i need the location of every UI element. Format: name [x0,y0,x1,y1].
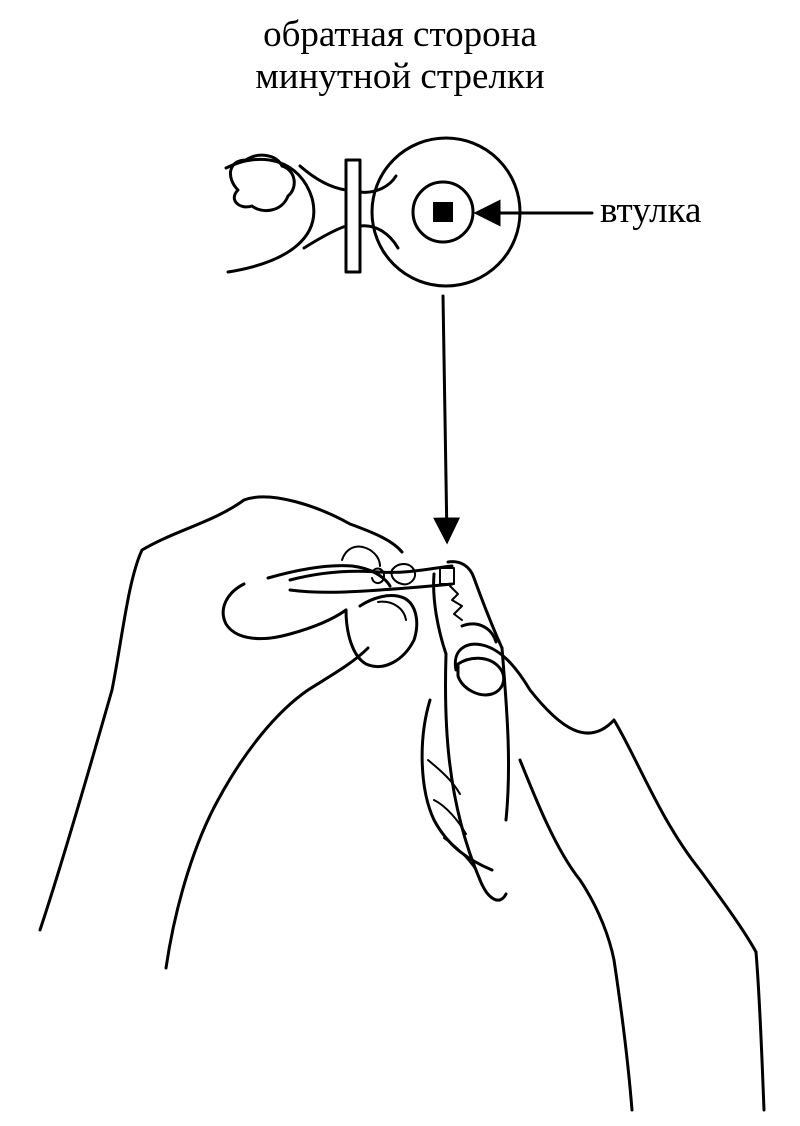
left-thumb [344,594,419,668]
left-index-finger [221,582,348,641]
held-hand-ornament [390,563,416,586]
title-line-2: минутной стрелки [255,56,545,97]
pliers-pivot [460,622,498,644]
held-hand-bushing [439,567,455,585]
right-palm-inner [420,698,494,872]
bushing-ring-icon [411,180,475,244]
held-hand-lower-edge [288,582,454,594]
bushing-square-hole-icon [433,202,453,222]
held-minute-hand [288,563,455,594]
scroll-stem-lower [302,224,348,250]
right-finger-curls [427,759,477,871]
right-thumbnail [456,656,506,697]
left-hand-outline-top [38,495,404,932]
left-hand-outline-bottom [164,646,370,970]
scroll-stem-upper [298,164,348,192]
left-hand-illustration [38,495,419,970]
minute-hand-back-view [224,136,522,288]
pliers-illustration [432,560,511,902]
hand-crossbar [344,158,362,274]
hand-neck-upper [358,174,398,194]
right-wrist-inner [518,758,616,962]
held-hand-scroll [371,567,385,584]
left-thumbnail [377,600,407,621]
right-forearm-outer [754,950,766,1112]
hand-neck-lower [358,224,400,250]
right-forearm-inner [612,958,634,1112]
title-line-1: обратная сторона [263,14,537,55]
right-hand-outline-top [453,642,758,954]
right-hand-illustration [420,642,766,1112]
pliers-handle-left [443,652,508,902]
pointer-arrow-down [433,294,461,545]
diagram-title: обратная сторона минутной стрелки [0,14,800,98]
pliers-jaw-lower [432,572,448,656]
pliers-handle-right [500,646,511,822]
bushing-label: втулка [600,190,702,231]
pliers-jaw-upper [446,560,504,650]
left-finger-crease [266,564,392,588]
held-hand-upper-edge [288,564,454,582]
pliers-teeth [449,585,463,621]
left-knuckle [341,545,381,567]
scroll-ornament-outer [224,157,316,274]
